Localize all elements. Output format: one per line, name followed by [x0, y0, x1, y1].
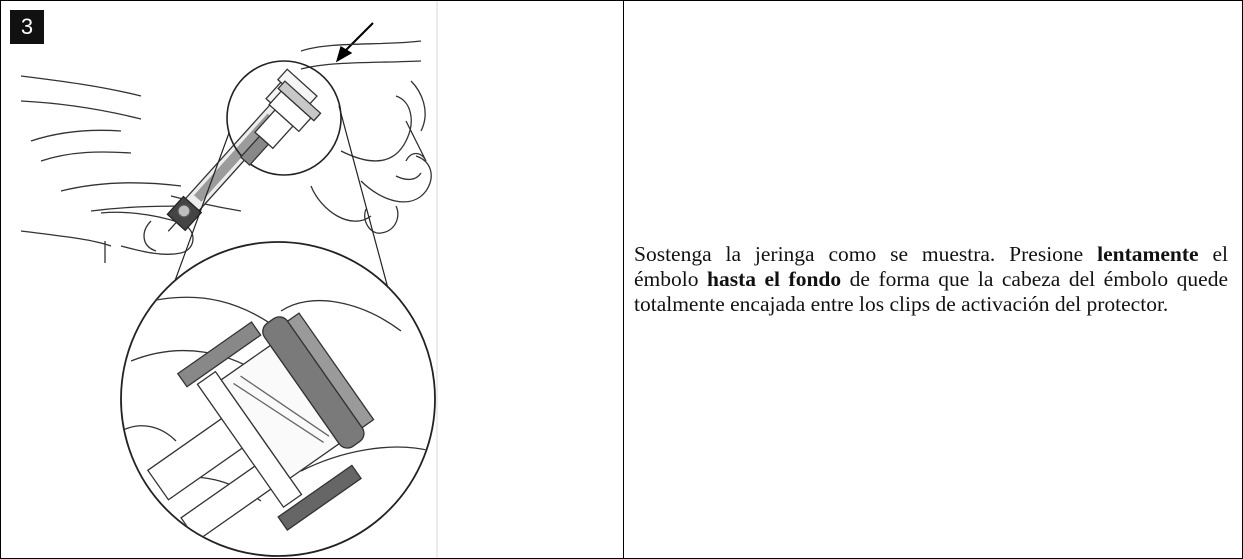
- instruction-text: Sostenga la jeringa como se muestra. Pre…: [634, 242, 1228, 317]
- illustration-cell: 3: [1, 1, 624, 558]
- instruction-emphasis-slowly: lentamente: [1097, 242, 1199, 266]
- instruction-part-1: Sostenga la jeringa como se muestra. Pre…: [634, 242, 1098, 266]
- instruction-part-3: de forma que la cabeza del émbolo quede …: [634, 267, 1228, 316]
- instruction-emphasis-to-bottom: hasta el fondo: [707, 267, 842, 291]
- step-number-badge: 3: [10, 10, 44, 44]
- syringe-illustration: [20, 1, 438, 558]
- instruction-part-2: el émbolo: [634, 242, 1228, 291]
- instruction-cell: Sostenga la jeringa como se muestra. Pre…: [624, 1, 1242, 558]
